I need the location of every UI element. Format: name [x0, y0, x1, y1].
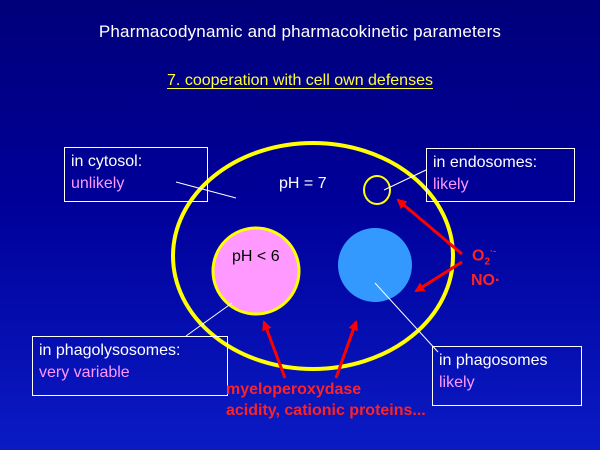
nitric-oxide-label: NO· — [471, 272, 501, 289]
defense-line-2: acidity, cationic proteins... — [226, 402, 426, 419]
phagosomes-value: likely — [439, 374, 475, 391]
cytosol-box: in cytosol: unlikely — [64, 147, 208, 202]
arrow-to-phagosome — [414, 260, 463, 293]
arrow-to-phagolysosome-2 — [334, 320, 359, 379]
endosomes-label: in endosomes: — [433, 154, 538, 171]
cell-outline — [171, 141, 455, 371]
endosomes-value: likely — [433, 176, 469, 193]
connector-endosome — [383, 169, 427, 191]
defense-line-1: myeloperoxydase — [226, 381, 362, 398]
phagolysosome-circle — [211, 226, 301, 316]
oxygen-superscript: ·- — [490, 246, 497, 256]
arrow-to-endosome — [396, 198, 463, 256]
phagolysosomes-box: in phagolysosomes: very variable — [32, 336, 228, 396]
phagosomes-box: in phagosomes likely — [432, 346, 582, 406]
cell-ph-label: pH = 7 — [279, 175, 327, 192]
endosomes-box: in endosomes: likely — [426, 148, 575, 202]
phagolysosome-ph-label: pH < 6 — [232, 248, 280, 265]
phagosome-circle — [338, 228, 412, 302]
slide-title: Pharmacodynamic and pharmacokinetic para… — [98, 22, 502, 41]
cytosol-label: in cytosol: — [71, 153, 143, 170]
subtitle-text: 7. cooperation with cell own defenses — [167, 72, 433, 89]
connector-phagosome — [374, 282, 439, 353]
cytosol-value: unlikely — [71, 175, 125, 192]
connector-cytosol — [175, 181, 237, 199]
defenses-text: myeloperoxydase acidity, cationic protei… — [226, 379, 426, 421]
connector-phagolysosome — [185, 302, 233, 337]
oxygen-base: O — [472, 247, 485, 265]
phagolysosomes-label: in phagolysosomes: — [39, 342, 181, 359]
phagolysosomes-value: very variable — [39, 364, 130, 381]
oxygen-subscript: 2 — [484, 256, 491, 268]
endosome-circle — [363, 175, 391, 205]
slide-subtitle: 7. cooperation with cell own defenses — [0, 72, 600, 90]
oxygen-radical-label: O2·- — [472, 246, 496, 268]
phagosomes-label: in phagosomes — [439, 352, 548, 369]
arrow-to-phagolysosome — [262, 320, 287, 379]
